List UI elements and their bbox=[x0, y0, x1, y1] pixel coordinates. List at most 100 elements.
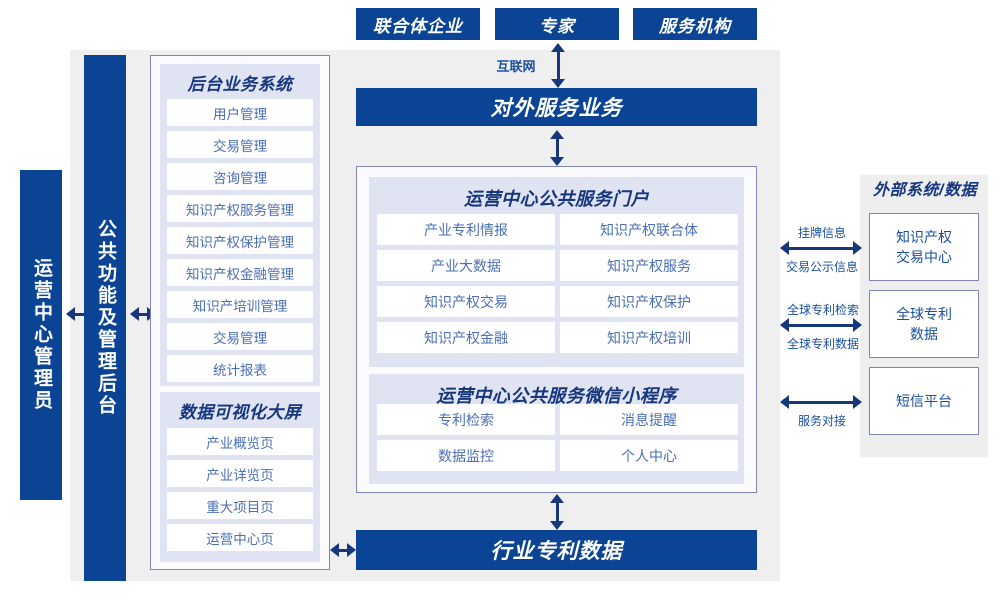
arrow-head-left bbox=[780, 318, 789, 332]
cell-label: 咨询管理 bbox=[213, 170, 267, 186]
external-systems-title: 外部系统/数据 bbox=[873, 182, 977, 199]
cell-label: 知识产权服务 bbox=[607, 257, 691, 274]
ext-connector-label-2-below: 全球专利数据 bbox=[786, 337, 859, 351]
external-box-line1: 短信平台 bbox=[896, 392, 952, 409]
external-box-line2: 数据 bbox=[910, 326, 938, 342]
backend-item-ip-finance-mgmt[interactable]: 知识产权金融管理 bbox=[167, 259, 313, 286]
cell-label: 知识产权保护 bbox=[607, 293, 691, 310]
cell-label: 重大项目页 bbox=[206, 499, 274, 515]
actor-box-consortium[interactable]: 联合体企业 bbox=[356, 8, 480, 40]
backend-item-ip-service-mgmt[interactable]: 知识产权服务管理 bbox=[167, 195, 313, 222]
cell-label: 产业大数据 bbox=[431, 257, 501, 274]
portal-item-ip-training[interactable]: 知识产权培训 bbox=[560, 322, 738, 353]
operator-role-label: 运营中心管理员 bbox=[30, 258, 52, 412]
arrow-shaft bbox=[139, 312, 147, 316]
cell-label: 用户管理 bbox=[213, 106, 267, 122]
cell-label: 个人中心 bbox=[621, 447, 677, 464]
dataviz-item-operation-center[interactable]: 运营中心页 bbox=[167, 524, 313, 551]
ext-connector-arrow-2 bbox=[780, 317, 862, 333]
arrow-head-down bbox=[550, 157, 564, 166]
external-box-sms-platform[interactable]: 短信平台 bbox=[869, 367, 979, 435]
miniprogram-item-patent-search[interactable]: 专利检索 bbox=[377, 404, 555, 435]
cell-label: 运营中心页 bbox=[206, 531, 274, 547]
cell-label: 消息提醒 bbox=[621, 411, 677, 428]
external-box-ip-trade-center[interactable]: 知识产权 交易中心 bbox=[869, 213, 979, 281]
miniprogram-item-message-alert[interactable]: 消息提醒 bbox=[560, 404, 738, 435]
internet-arrow bbox=[550, 43, 566, 88]
arrow-shaft bbox=[556, 52, 560, 79]
backend-item-user-mgmt[interactable]: 用户管理 bbox=[167, 99, 313, 126]
cell-label: 知识产权培训 bbox=[607, 329, 691, 346]
dataviz-item-major-projects[interactable]: 重大项目页 bbox=[167, 492, 313, 519]
portal-item-ip-trade[interactable]: 知识产权交易 bbox=[377, 286, 555, 317]
arrow-head-right bbox=[853, 395, 862, 409]
cell-label: 知识产权服务管理 bbox=[186, 202, 294, 218]
actor-label: 联合体企业 bbox=[373, 16, 463, 36]
internet-label: 互联网 bbox=[496, 59, 536, 74]
cell-label: 知识产权交易 bbox=[424, 293, 508, 310]
arrow-head-down bbox=[551, 79, 565, 88]
arrow-head-down bbox=[550, 521, 564, 530]
actor-label: 专家 bbox=[539, 16, 575, 36]
backend-item-trade-mgmt-2[interactable]: 交易管理 bbox=[167, 323, 313, 350]
service-to-portal-arrow bbox=[549, 130, 565, 166]
common-backend-bar[interactable]: 公共功能及管理后台 bbox=[84, 55, 126, 581]
portal-item-industry-bigdata[interactable]: 产业大数据 bbox=[377, 250, 555, 281]
arrow-head-up bbox=[551, 43, 565, 52]
portal-item-ip-finance[interactable]: 知识产权金融 bbox=[377, 322, 555, 353]
arrow-head-left bbox=[780, 395, 789, 409]
dataviz-item-industry-overview[interactable]: 产业概览页 bbox=[167, 428, 313, 455]
cell-label: 产业专利情报 bbox=[424, 221, 508, 238]
arrow-shaft bbox=[75, 312, 91, 316]
portal-item-industry-patent-intel[interactable]: 产业专利情报 bbox=[377, 214, 555, 245]
arrow-head-left bbox=[330, 543, 339, 557]
external-box-line1: 知识产权 bbox=[896, 228, 952, 245]
actor-box-expert[interactable]: 专家 bbox=[495, 8, 619, 40]
actor-label: 服务机构 bbox=[659, 16, 731, 36]
cell-label: 交易管理 bbox=[213, 330, 267, 346]
arrow-head-left bbox=[130, 307, 139, 321]
backend-item-ip-training-mgmt[interactable]: 知识产培训管理 bbox=[167, 291, 313, 318]
cell-label: 统计报表 bbox=[213, 362, 267, 378]
portal-item-ip-consortium[interactable]: 知识产权联合体 bbox=[560, 214, 738, 245]
data-visualization-title: 数据可视化大屏 bbox=[178, 403, 302, 422]
arrow-head-left bbox=[66, 307, 75, 321]
external-service-bar[interactable]: 对外服务业务 bbox=[356, 88, 757, 126]
cell-label: 专利检索 bbox=[438, 411, 494, 428]
ext-connector-label-2-above: 全球专利检索 bbox=[786, 303, 859, 317]
arrow-shaft bbox=[555, 503, 559, 521]
portal-item-ip-protection[interactable]: 知识产权保护 bbox=[560, 286, 738, 317]
backend-item-ip-protection-mgmt[interactable]: 知识产权保护管理 bbox=[167, 227, 313, 254]
backend-item-statistics-report[interactable]: 统计报表 bbox=[167, 355, 313, 382]
miniprogram-item-data-monitor[interactable]: 数据监控 bbox=[377, 440, 555, 471]
arrow-head-left bbox=[780, 241, 789, 255]
industry-patent-data-label: 行业专利数据 bbox=[490, 540, 623, 563]
portal-item-ip-service[interactable]: 知识产权服务 bbox=[560, 250, 738, 281]
miniprogram-item-personal-center[interactable]: 个人中心 bbox=[560, 440, 738, 471]
backend-system-title: 后台业务系统 bbox=[187, 75, 293, 94]
arrow-head-up bbox=[550, 494, 564, 503]
actor-box-service-org[interactable]: 服务机构 bbox=[633, 8, 757, 40]
external-box-global-patent-data[interactable]: 全球专利 数据 bbox=[869, 290, 979, 358]
operator-role-bar[interactable]: 运营中心管理员 bbox=[20, 170, 62, 500]
backend-item-trade-mgmt-1[interactable]: 交易管理 bbox=[167, 131, 313, 158]
ext-connector-arrow-3 bbox=[780, 394, 862, 410]
cell-label: 产业概览页 bbox=[206, 435, 274, 451]
portal-to-patentdata-arrow bbox=[549, 494, 565, 530]
arrow-head-right bbox=[853, 241, 862, 255]
ext-connector-arrow-1 bbox=[780, 240, 862, 256]
dataviz-item-industry-detail[interactable]: 产业详览页 bbox=[167, 460, 313, 487]
backend-item-consult-mgmt[interactable]: 咨询管理 bbox=[167, 163, 313, 190]
cell-label: 产业详览页 bbox=[206, 467, 274, 483]
cell-label: 知识产权金融管理 bbox=[186, 266, 294, 282]
common-backend-label: 公共功能及管理后台 bbox=[94, 219, 116, 417]
cell-label: 交易管理 bbox=[213, 138, 267, 154]
ext-connector-label-3-below: 服务对接 bbox=[797, 414, 846, 428]
arrow-head-right bbox=[347, 543, 356, 557]
industry-patent-data-bar[interactable]: 行业专利数据 bbox=[356, 530, 757, 570]
arrow-shaft bbox=[339, 548, 347, 552]
arrow-shaft bbox=[789, 323, 853, 327]
arrow-head-up bbox=[550, 130, 564, 139]
ext-connector-label-1-below: 交易公示信息 bbox=[785, 260, 858, 274]
external-box-line1: 全球专利 bbox=[896, 305, 952, 322]
